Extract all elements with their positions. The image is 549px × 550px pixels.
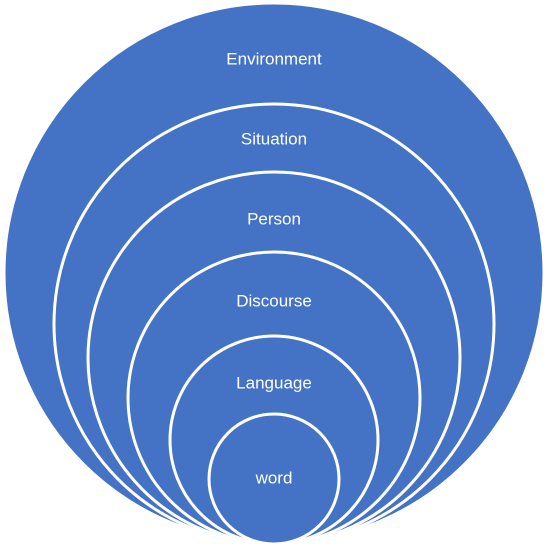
person-label: Person <box>247 210 301 229</box>
layer-word: word <box>207 412 341 546</box>
language-label: Language <box>236 374 312 393</box>
word-label: word <box>255 469 293 488</box>
word-circle <box>207 412 341 546</box>
situation-label: Situation <box>241 130 307 149</box>
environment-label: Environment <box>226 50 322 69</box>
discourse-label: Discourse <box>236 292 312 311</box>
